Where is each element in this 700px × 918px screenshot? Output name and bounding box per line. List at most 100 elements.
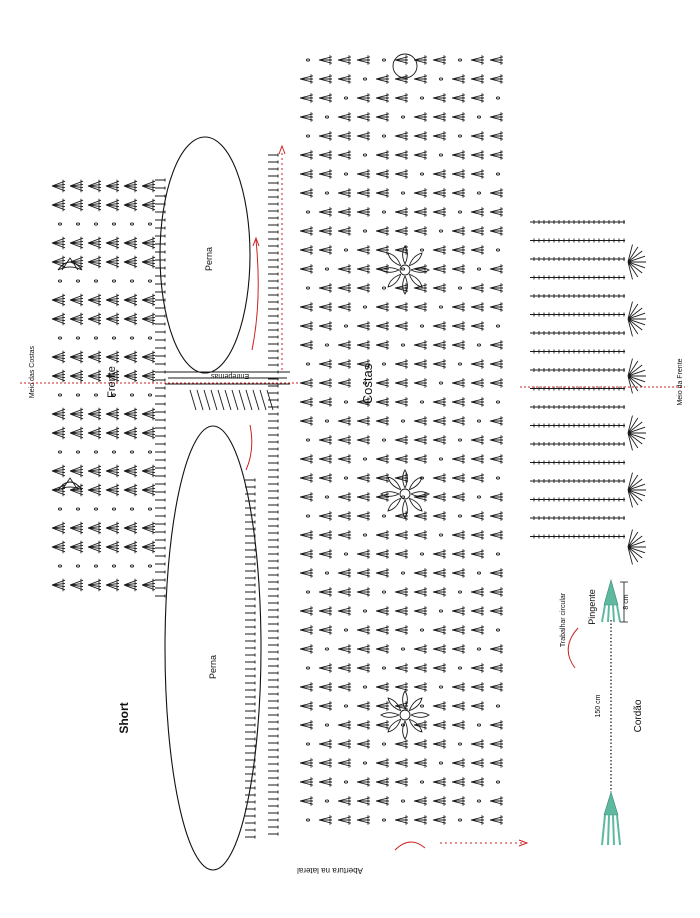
- stitch-fan-icon: [432, 55, 447, 65]
- stitch-fan-icon: [489, 340, 504, 350]
- stitch-fan-icon: [413, 302, 428, 312]
- stitch-fan-icon: [413, 454, 428, 464]
- stitch-fan-icon: [356, 644, 371, 654]
- circular-arrow-icon: [567, 627, 579, 669]
- stitch-fan-icon: [318, 131, 333, 141]
- stitch-fan-icon: [105, 236, 120, 250]
- chain-stitch-icon: [457, 438, 463, 442]
- waistband-row-icon: [530, 460, 625, 465]
- stitch-fan-icon: [432, 321, 447, 331]
- chain-stitch-icon: [457, 742, 463, 746]
- stitch-fan-icon: [432, 112, 447, 122]
- stitch-fan-icon: [51, 198, 66, 212]
- stitch-fan-icon: [141, 464, 156, 478]
- stitch-fan-icon: [299, 150, 314, 160]
- chain-stitch-icon: [495, 324, 501, 328]
- crotch-fan-stitches: [189, 389, 274, 411]
- stitch-fan-icon: [451, 568, 466, 578]
- stitch-fan-icon: [489, 226, 504, 236]
- stitch-fan-icon: [451, 606, 466, 616]
- chain-stitch-icon: [147, 279, 153, 283]
- stitch-fan-icon: [394, 245, 409, 255]
- stitch-fan-icon: [470, 283, 485, 293]
- stitch-fan-icon: [337, 283, 352, 293]
- stitch-fan-icon: [489, 302, 504, 312]
- stitch-symbol: [231, 389, 239, 411]
- stitch-column-icon: [155, 178, 166, 598]
- stitch-fan-icon: [375, 397, 390, 407]
- stitch-fan-icon: [318, 682, 333, 692]
- stitch-fan-icon: [489, 796, 504, 806]
- stitch-fan-icon: [470, 473, 485, 483]
- stitch-fan-icon: [375, 568, 390, 578]
- chain-stitch-icon: [419, 172, 425, 176]
- stitch-fan-icon: [299, 74, 314, 84]
- stitch-fan-icon: [375, 416, 390, 426]
- stitch-fan-icon: [51, 407, 66, 421]
- stitch-fan-icon: [432, 625, 447, 635]
- stitch-fan-icon: [356, 492, 371, 502]
- chain-stitch-icon: [438, 305, 444, 309]
- chain-stitch-icon: [457, 590, 463, 594]
- stitch-fan-icon: [356, 416, 371, 426]
- stitch-fan-icon: [432, 93, 447, 103]
- chain-stitch-icon: [400, 115, 406, 119]
- stitch-fan-icon: [489, 511, 504, 521]
- stitch-fan-icon: [394, 473, 409, 483]
- petal-icon: [408, 718, 423, 733]
- stitch-fan-icon: [51, 540, 66, 554]
- stitch-fan-icon: [451, 701, 466, 711]
- stitch-fan-icon: [394, 625, 409, 635]
- stitch-fan-icon: [141, 369, 156, 383]
- stitch-fan-icon: [356, 511, 371, 521]
- stitch-fan-icon: [299, 644, 314, 654]
- stitch-fan-icon: [432, 720, 447, 730]
- petal-icon: [408, 273, 423, 288]
- stitch-fan-icon: [318, 150, 333, 160]
- stitch-fan-icon: [394, 74, 409, 84]
- stitch-fan-icon: [299, 226, 314, 236]
- stitch-fan-icon: [394, 587, 409, 597]
- stitch-fan-icon: [105, 293, 120, 307]
- chain-stitch-icon: [305, 590, 311, 594]
- stitch-fan-icon: [318, 815, 333, 825]
- stitch-symbol: [203, 389, 211, 411]
- stitch-fan-icon: [489, 283, 504, 293]
- stitch-fan-icon: [432, 397, 447, 407]
- stitch-fan-icon: [299, 701, 314, 711]
- chain-stitch-icon: [495, 704, 501, 708]
- chain-stitch-icon: [147, 336, 153, 340]
- stitch-fan-icon: [105, 369, 120, 383]
- stitch-fan-icon: [451, 378, 466, 388]
- stitch-fan-icon: [356, 587, 371, 597]
- stitch-fan-icon: [69, 293, 84, 307]
- stitch-fan-icon: [375, 378, 390, 388]
- stitch-fan-icon: [432, 663, 447, 673]
- chain-stitch-icon: [457, 58, 463, 62]
- chain-stitch-icon: [324, 191, 330, 195]
- chain-stitch-icon: [419, 248, 425, 252]
- stitch-fan-icon: [105, 407, 120, 421]
- crotch-strip: [165, 371, 290, 411]
- leg-opening-bottom: [164, 425, 262, 871]
- stitch-fan-icon: [337, 150, 352, 160]
- stitch-fan-icon: [337, 302, 352, 312]
- chain-stitch-icon: [343, 400, 349, 404]
- stitch-fan-icon: [413, 796, 428, 806]
- stitch-fan-icon: [489, 264, 504, 274]
- stitch-fan-icon: [470, 397, 485, 407]
- chain-stitch-icon: [305, 438, 311, 442]
- stitch-fan-icon: [356, 169, 371, 179]
- meio-frente-label: Meio da Frente: [677, 358, 684, 405]
- stitch-fan-icon: [299, 796, 314, 806]
- stitch-fan-icon: [413, 739, 428, 749]
- chain-stitch-icon: [438, 609, 444, 613]
- petal-icon: [387, 476, 402, 491]
- stitch-fan-icon: [337, 587, 352, 597]
- stitch-fan-icon: [394, 815, 409, 825]
- chain-stitch-icon: [305, 286, 311, 290]
- stitch-fan-icon: [337, 359, 352, 369]
- stitch-fan-icon: [489, 758, 504, 768]
- stitch-fan-icon: [432, 511, 447, 521]
- chain-stitch-icon: [495, 628, 501, 632]
